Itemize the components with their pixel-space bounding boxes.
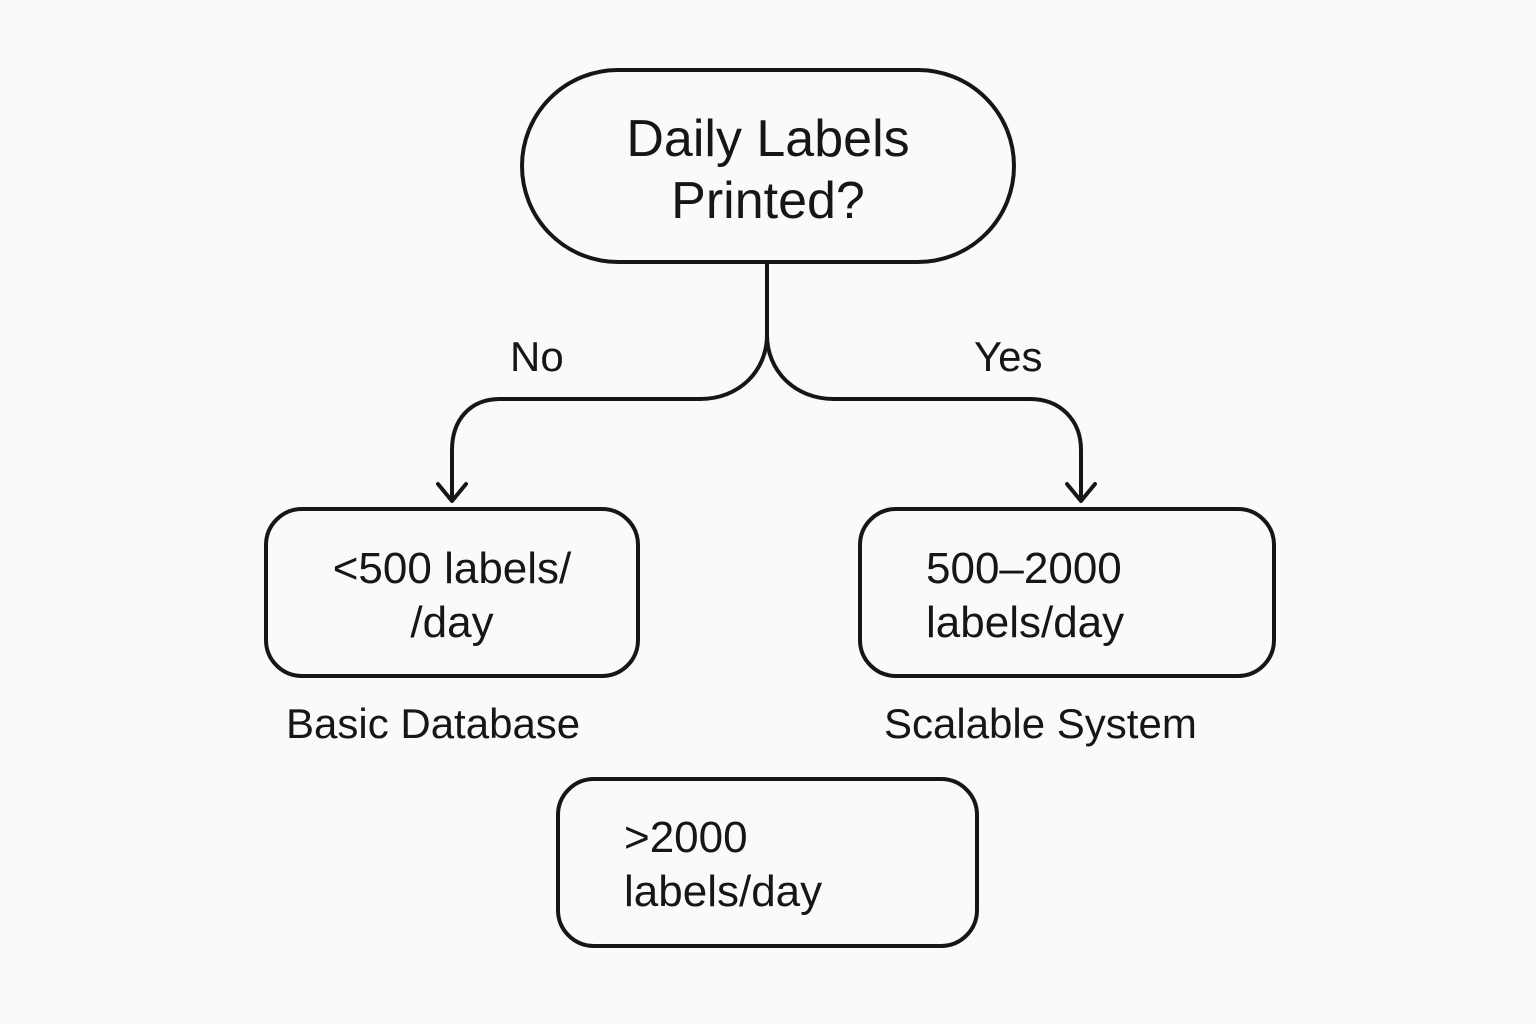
node-under-500 [264,507,640,678]
node-under-500-line-2: /day [410,598,494,647]
node-under-500-line-1: <500 labels/ [332,544,572,593]
node-over-2000 [556,777,979,948]
edge-label-yes: Yes [974,333,1043,380]
root-question-line-1: Daily Labels [626,110,910,168]
connector-no-branch [450,333,769,502]
node-500-to-2000-line-1: 500–2000 [926,544,1122,593]
node-over-2000-line-1: >2000 [624,813,748,862]
decision-node-root [520,68,1016,264]
outcome-label-scalable-system: Scalable System [884,700,1197,747]
edge-label-no: No [510,333,564,380]
node-over-2000-line-2: labels/day [624,867,823,916]
outcome-label-basic-database: Basic Database [286,700,581,747]
arrowhead-yes [1065,482,1097,503]
arrowhead-no [436,482,468,503]
root-question-line-2: Printed? [671,172,865,230]
connector-yes-branch [765,333,1083,502]
node-500-to-2000-line-2: labels/day [926,598,1125,647]
node-500-to-2000 [858,507,1276,678]
